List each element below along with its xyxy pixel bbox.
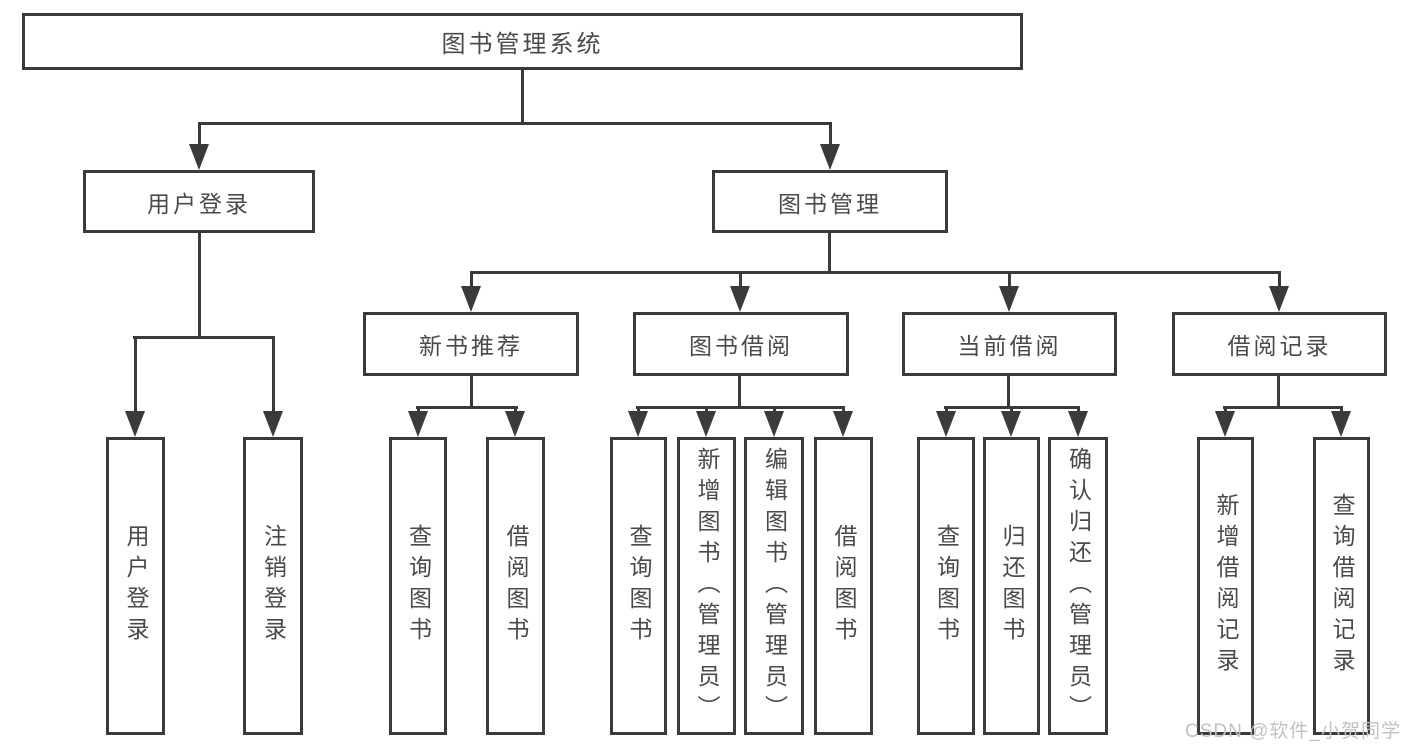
arrow-down-icon (820, 144, 840, 170)
arrow-down-icon (505, 411, 525, 437)
arrow-down-icon (125, 411, 145, 437)
connector-line (198, 232, 201, 339)
node-label: 查询图书 (626, 524, 652, 648)
connector-line (198, 122, 832, 125)
node-label: 图书管理 (778, 190, 882, 217)
leaf-query-books-borrowing: 查询图书 (610, 437, 667, 735)
node-label: 图书管理系统 (441, 31, 604, 58)
connector-line (842, 406, 845, 415)
connector-line (1077, 406, 1080, 415)
connector-line (705, 406, 708, 415)
connector-line (637, 406, 640, 415)
connector-line (133, 336, 275, 339)
node-label: 用户登录 (147, 190, 251, 217)
leaf-query-books-recommend: 查询图书 (389, 437, 447, 735)
leaf-add-book-admin: 新增图书（管理员） (677, 437, 736, 735)
node-label: 借阅记录 (1227, 333, 1332, 359)
arrow-down-icon (999, 286, 1019, 312)
arrow-down-icon (1068, 411, 1088, 437)
leaf-return-books: 归还图书 (983, 437, 1040, 735)
node-borrowing-records: 借阅记录 (1172, 312, 1387, 376)
arrow-down-icon (189, 144, 209, 170)
connector-line (417, 406, 420, 415)
node-label: 新书推荐 (419, 333, 523, 359)
node-library-system: 图书管理系统 (22, 13, 1023, 70)
node-label: 用户登录 (123, 524, 149, 648)
node-label: 借阅图书 (503, 524, 529, 648)
connector-line (521, 70, 524, 124)
connector-line (198, 122, 201, 148)
connector-line (514, 406, 517, 415)
connector-line (272, 336, 275, 414)
connector-line (828, 233, 831, 274)
arrow-down-icon (833, 411, 853, 437)
arrow-down-icon (1269, 286, 1289, 312)
arrow-down-icon (764, 411, 784, 437)
leaf-edit-book-admin: 编辑图书（管理员） (744, 437, 804, 735)
connector-line (1224, 406, 1227, 415)
connector-line (1007, 376, 1010, 409)
leaf-add-borrow-record: 新增借阅记录 (1197, 437, 1254, 735)
node-new-book-recommendation: 新书推荐 (363, 312, 579, 376)
connector-line (470, 271, 473, 289)
connector-line (1340, 406, 1343, 415)
arrow-down-icon (1215, 411, 1235, 437)
leaf-logout: 注销登录 (243, 437, 303, 735)
leaf-confirm-return-admin: 确认归还（管理员） (1048, 437, 1108, 735)
connector-line (470, 271, 1281, 274)
csdn-watermark: CSDN @软件_小贺同学 (1185, 721, 1401, 742)
node-label: 查询图书 (405, 524, 432, 648)
node-book-borrowing: 图书借阅 (633, 312, 849, 376)
connector-line (1223, 406, 1343, 409)
connector-line (470, 376, 473, 409)
node-label: 当前借阅 (957, 333, 1062, 359)
arrow-down-icon (1001, 411, 1021, 437)
leaf-query-borrow-record: 查询借阅记录 (1313, 437, 1370, 735)
leaf-query-books-current: 查询图书 (917, 437, 975, 735)
connector-line (945, 406, 948, 415)
connector-line (1008, 271, 1011, 289)
leaf-borrow-books-borrowing: 借阅图书 (814, 437, 873, 735)
arrow-down-icon (628, 411, 648, 437)
arrow-down-icon (936, 411, 956, 437)
connector-line (829, 122, 832, 148)
arrow-down-icon (1331, 411, 1351, 437)
connector-line (416, 406, 518, 409)
node-label: 查询借阅记录 (1329, 493, 1355, 679)
node-label: 编辑图书（管理员） (761, 446, 788, 726)
node-label: 借阅图书 (831, 524, 857, 648)
node-label: 确认归还（管理员） (1065, 446, 1092, 726)
connector-line (1278, 271, 1281, 289)
connector-line (636, 406, 845, 409)
connector-line (1010, 406, 1013, 415)
node-label: 新增图书（管理员） (694, 446, 720, 726)
connector-line (1277, 376, 1280, 409)
arrow-down-icon (696, 411, 716, 437)
leaf-borrow-books-recommend: 借阅图书 (486, 437, 545, 735)
arrow-down-icon (461, 286, 481, 312)
node-label: 新增借阅记录 (1213, 493, 1239, 679)
connector-line (738, 376, 741, 409)
arrow-down-icon (263, 411, 283, 437)
connector-line (739, 271, 742, 289)
arrow-down-icon (408, 411, 428, 437)
node-label: 归还图书 (999, 524, 1025, 648)
arrow-down-icon (730, 286, 750, 312)
leaf-user-login: 用户登录 (106, 437, 165, 735)
node-label: 注销登录 (260, 524, 287, 648)
connector-line (773, 406, 776, 415)
connector-line (134, 336, 137, 414)
node-book-management: 图书管理 (712, 170, 948, 233)
node-user-login: 用户登录 (83, 170, 315, 233)
node-label: 查询图书 (933, 524, 960, 648)
node-current-borrowing: 当前借阅 (902, 312, 1117, 376)
node-label: 图书借阅 (689, 333, 793, 359)
